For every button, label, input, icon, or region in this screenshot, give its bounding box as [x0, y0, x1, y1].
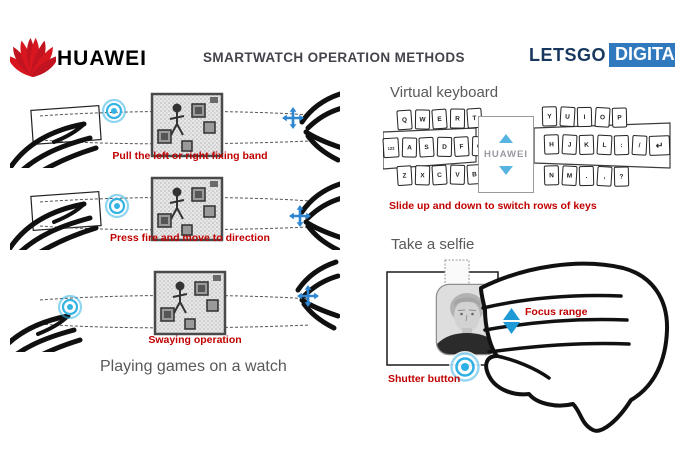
key-D: D — [436, 137, 452, 157]
key-N: N — [544, 165, 560, 185]
key-Z: Z — [396, 165, 412, 186]
key-F: F — [453, 136, 469, 157]
game-screen — [155, 272, 225, 334]
key-E: E — [431, 109, 447, 130]
key-,: , — [596, 166, 612, 187]
key-↵: ↵ — [649, 135, 671, 156]
caption-press-fire: Press fire and move to direction — [105, 232, 275, 244]
take-selfie-heading: Take a selfie — [391, 236, 474, 253]
slide-down-arrow-icon — [499, 166, 513, 175]
right-hand-icon — [302, 94, 340, 160]
games-section-label: Playing games on a watch — [100, 358, 287, 376]
key-W: W — [414, 109, 429, 129]
shutter-button-label: Shutter button — [388, 373, 460, 385]
key-A: A — [401, 137, 417, 157]
game-illustration-pull-band: Pull the left or right fixing band — [10, 84, 340, 168]
key-:: : — [614, 135, 630, 155]
key-R: R — [449, 108, 464, 128]
slide-up-arrow-icon — [499, 134, 513, 143]
focus-range-label: Focus range — [525, 306, 587, 318]
key-V: V — [449, 165, 465, 185]
move-arrows-icon — [282, 107, 304, 129]
key-?: ? — [614, 166, 630, 186]
key-row-top-right: YUIOP — [542, 106, 630, 128]
huawei-flower-logo-icon — [10, 38, 56, 78]
key-123: 123 — [382, 137, 399, 158]
key-K: K — [579, 135, 595, 155]
key-row-bottom-left: ZXCVB — [397, 164, 485, 186]
left-hand-icon — [10, 316, 80, 352]
selfie-drawing — [385, 252, 675, 448]
tap-ripple-icon — [103, 100, 125, 122]
game-screen — [152, 94, 222, 156]
key-/: / — [631, 135, 647, 156]
key-M: M — [561, 165, 577, 186]
key-Y: Y — [542, 106, 558, 126]
key-row-top-left: QWERT — [397, 108, 485, 130]
huawei-wordmark: HUAWEI — [57, 47, 147, 71]
key-O: O — [594, 107, 610, 128]
tap-ripple-icon — [106, 195, 128, 217]
key-Q: Q — [396, 109, 412, 130]
digital-badge: DIGITAL — [609, 43, 675, 67]
page-title: SMARTWATCH OPERATION METHODS — [198, 50, 470, 65]
virtual-keyboard-heading: Virtual keyboard — [390, 84, 498, 101]
key-.: . — [579, 166, 595, 186]
caption-swaying: Swaying operation — [110, 334, 280, 346]
band-segment — [445, 260, 469, 286]
key-I: I — [577, 107, 593, 127]
watch-brand-label: HUAWEI — [484, 149, 528, 160]
key-S: S — [418, 137, 434, 158]
key-row-bottom-right: NM.,? — [544, 165, 632, 187]
key-U: U — [559, 106, 575, 127]
key-H: H — [544, 134, 560, 154]
selfie-illustration: Focus range Shutter button — [385, 252, 675, 448]
tap-ripple-icon — [59, 296, 81, 318]
game-screen — [152, 178, 222, 240]
key-row-mid-left: 123ASDFG — [383, 136, 489, 158]
key-P: P — [612, 107, 628, 127]
key-X: X — [414, 165, 430, 185]
key-J: J — [561, 134, 577, 155]
virtual-keyboard-illustration: QWERT YUIOP 123ASDFG HJKL:/↵ ZXCVB NM.,?… — [383, 104, 671, 200]
letsgo-text: LETSGO — [529, 45, 606, 66]
selfie-hand-icon — [481, 264, 667, 431]
game-illustration-swaying: Swaying operation — [10, 258, 340, 352]
keyboard-caption: Slide up and down to switch rows of keys — [389, 200, 597, 212]
letsgodigital-logo: LETSGO DIGITAL — [529, 43, 675, 67]
watch-face: HUAWEI — [478, 116, 534, 193]
game-illustration-press-fire: Press fire and move to direction — [10, 170, 340, 250]
key-L: L — [596, 135, 612, 156]
key-C: C — [431, 165, 447, 186]
caption-pull-band: Pull the left or right fixing band — [105, 150, 275, 162]
key-row-mid-right: HJKL:/↵ — [544, 134, 673, 155]
